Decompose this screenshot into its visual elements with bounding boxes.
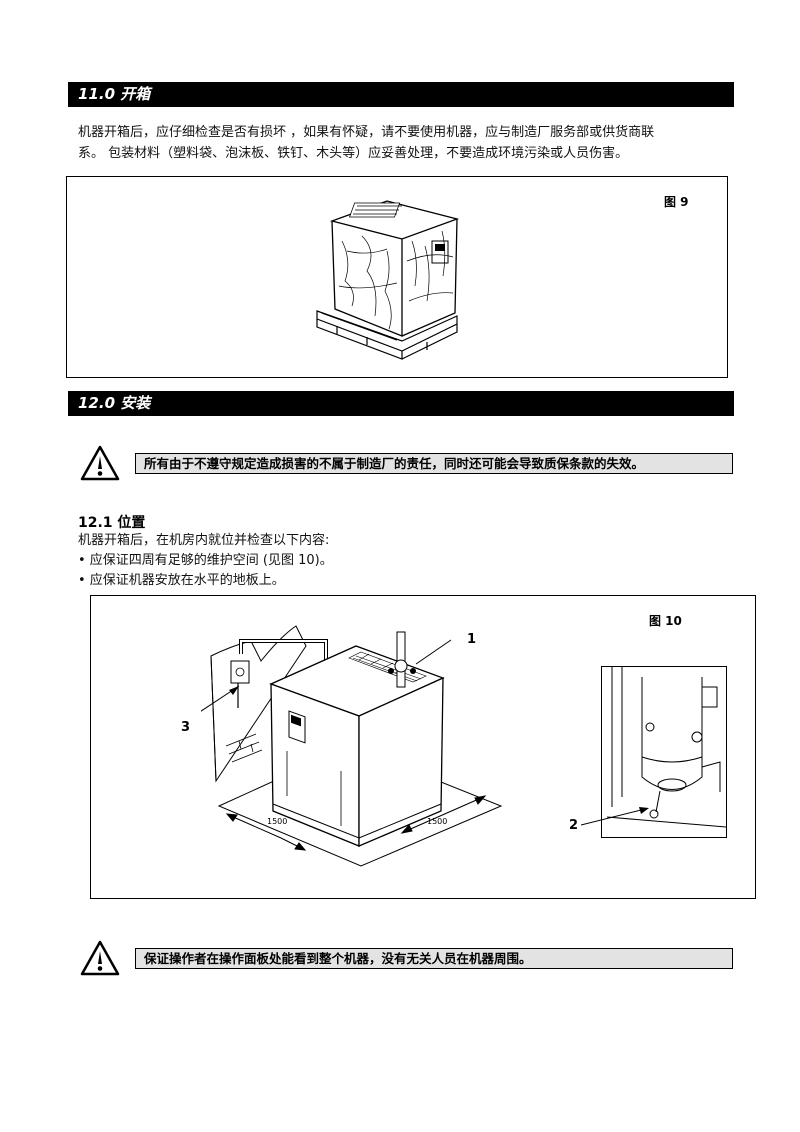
figure-10-box: 图 10 xyxy=(90,595,756,899)
tank-drain-illustration xyxy=(606,667,726,828)
unpacking-paragraph: 机器开箱后，应仔细检查是否有损坏 ，如果有怀疑，请不要使用机器，应与制造厂服务部… xyxy=(78,122,728,164)
unpacking-line-1: 机器开箱后，应仔细检查是否有损坏 ，如果有怀疑，请不要使用机器，应与制造厂服务部… xyxy=(78,125,655,140)
location-intro: 机器开箱后，在机房内就位并检查以下内容: xyxy=(78,533,330,548)
subsection-12-1-heading: 12.1 位置 xyxy=(78,515,146,531)
location-checklist: 机器开箱后，在机房内就位并检查以下内容: • 应保证四周有足够的维护空间 (见图… xyxy=(78,531,728,591)
section-12-heading: 12.0 安装 xyxy=(68,391,734,416)
callout-2-leader xyxy=(581,807,649,826)
drain-detail-inset xyxy=(601,666,727,838)
warning-operator-visibility: 保证操作者在操作面板处能看到整个机器，没有无关人员在机器周围。 xyxy=(135,948,733,969)
callout-2: 2 xyxy=(569,818,579,833)
installation-clearance-illustration xyxy=(201,625,503,867)
location-bullet-level: • 应保证机器安放在水平的地板上。 xyxy=(78,573,285,588)
clearance-dimension-right: 1500 xyxy=(427,817,448,826)
section-11-heading: 11.0 开箱 xyxy=(68,82,734,107)
unpacking-line-2: 系。 包装材料（塑料袋、泡沫板、铁钉、木头等）应妥善处理，不要造成环境污染或人员… xyxy=(78,146,629,161)
location-bullet-space: • 应保证四周有足够的维护空间 (见图 10)。 xyxy=(78,553,333,568)
callout-1: 1 xyxy=(467,632,477,647)
callout-3: 3 xyxy=(181,720,191,735)
packed-machine-illustration xyxy=(316,200,460,360)
warning-liability: 所有由于不遵守规定造成损害的不属于制造厂的责任，同时还可能会导致质保条款的失效。 xyxy=(135,453,733,474)
figure-9-box: 图 9 xyxy=(66,176,728,378)
clearance-dimension-left: 1500 xyxy=(267,817,288,826)
warning-triangle-icon xyxy=(80,940,120,976)
figure-10-label: 图 10 xyxy=(649,614,682,628)
figure-9-label: 图 9 xyxy=(664,195,689,209)
warning-triangle-icon xyxy=(80,445,120,481)
